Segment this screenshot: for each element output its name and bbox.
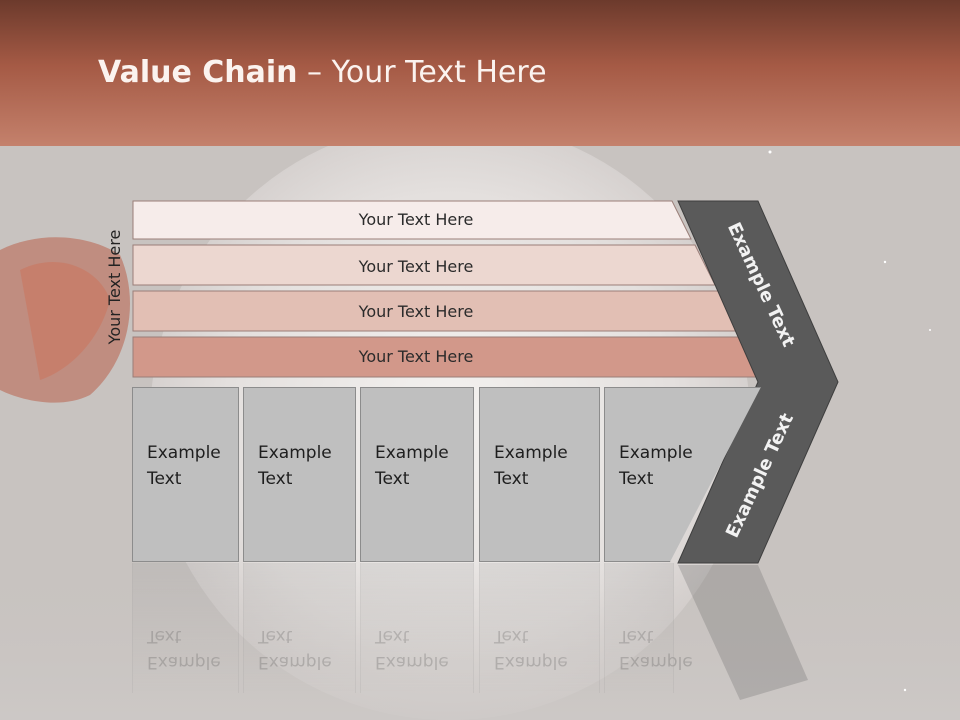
bar-4-label: Your Text Here [358,347,474,366]
bar-1: Your Text Here [132,200,692,240]
bar-4: Your Text Here [132,336,763,378]
example-box-2: Example Text [243,387,356,562]
example-box-2-label: Example Text [258,443,332,489]
page-title: Value Chain – Your Text Here [98,55,547,90]
reflection-3-label: Example Text [375,626,449,672]
title-bold: Value Chain [98,55,298,90]
bar-2-label: Your Text Here [358,257,474,276]
reflection-2: Example Text [243,563,356,693]
title-rest: – Your Text Here [297,55,547,90]
bar-3: Your Text Here [132,290,739,332]
example-box-3-label: Example Text [375,443,449,489]
example-box-1: Example Text [132,387,239,562]
red-fabric-shape [0,237,130,403]
bar-1-label: Your Text Here [358,210,474,229]
bar-2: Your Text Here [132,244,716,286]
example-box-5-label: Example Text [619,443,693,489]
bar-3-label: Your Text Here [358,302,474,321]
header-band [0,0,960,146]
reflection-1: Example Text [132,563,239,693]
reflection-4: Example Text [479,563,600,693]
reflection-5-label: Example Text [619,626,693,672]
reflection-4-label: Example Text [494,626,568,672]
reflection-2-label: Example Text [258,626,332,672]
example-box-1-label: Example Text [147,443,221,489]
reflection-1-label: Example Text [147,626,221,672]
example-box-4-label: Example Text [494,443,568,489]
example-box-4: Example Text [479,387,600,562]
reflection-5: Example Text [604,563,693,693]
reflection-3: Example Text [360,563,474,693]
example-box-3: Example Text [360,387,474,562]
